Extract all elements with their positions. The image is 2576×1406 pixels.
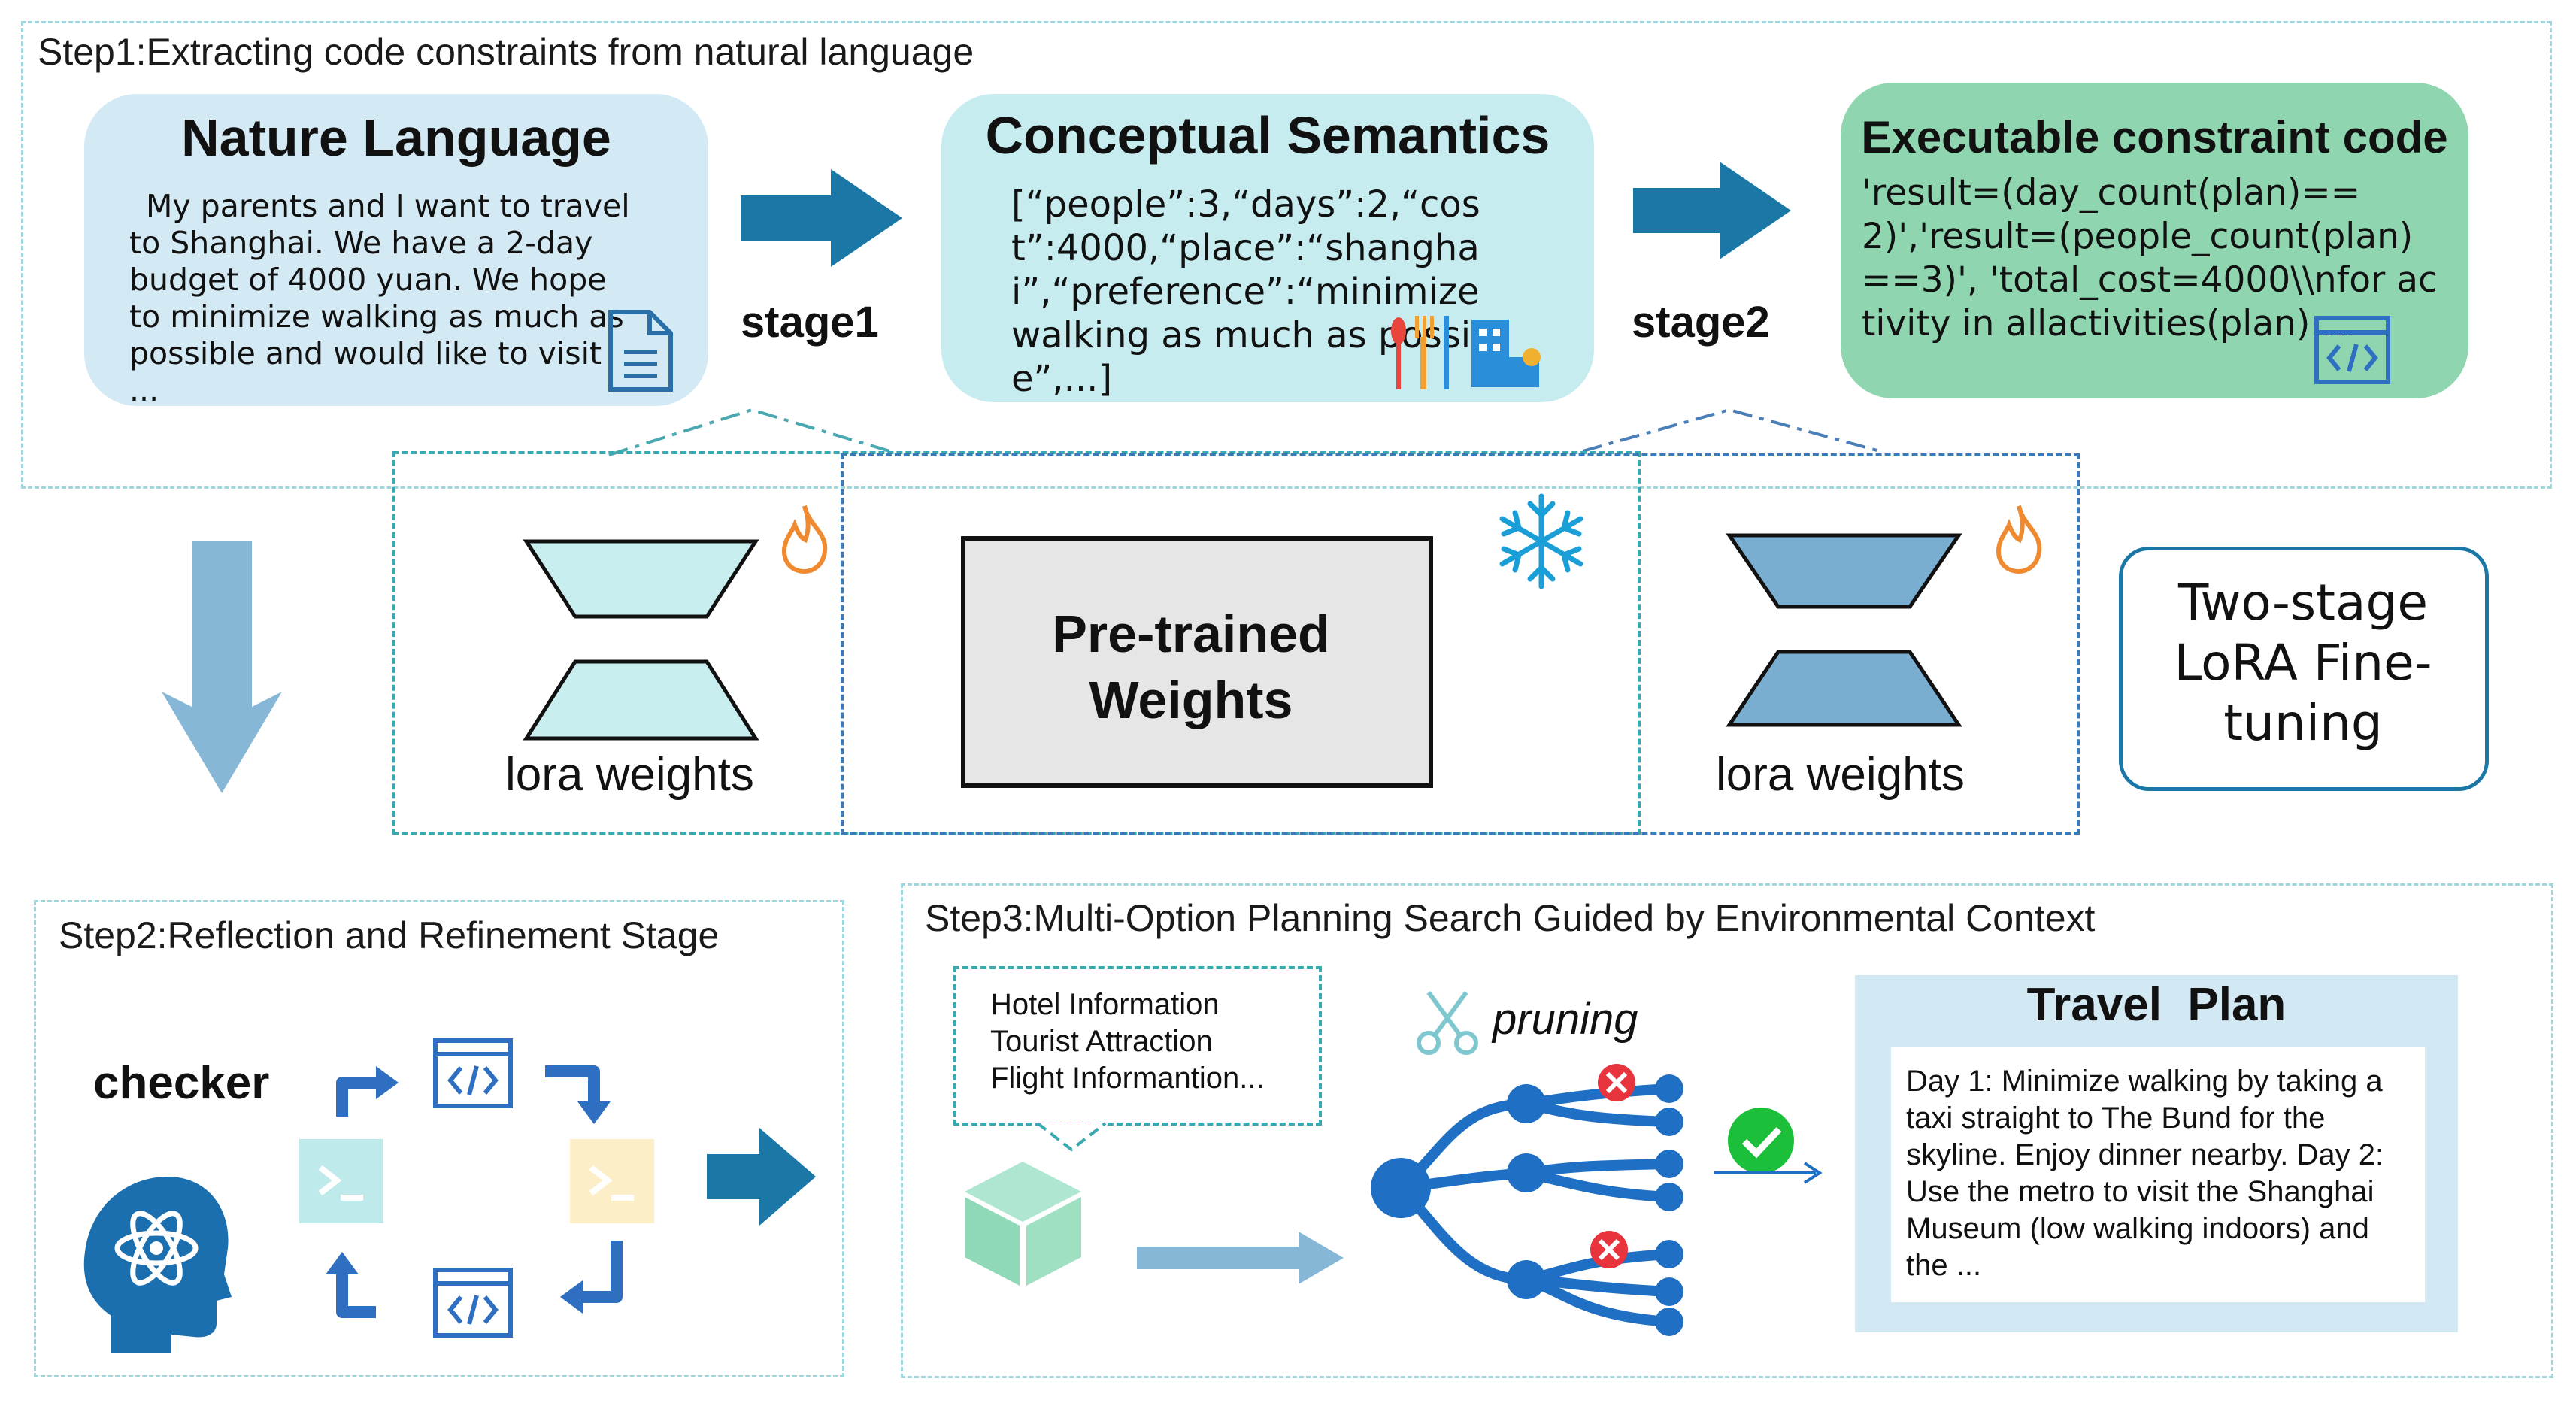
code-card-title: Executable constraint code — [1861, 112, 2448, 162]
to-plan-arrow — [1714, 1162, 1823, 1184]
travel-plan-card: Day 1: Minimize walking by taking a taxi… — [1891, 1047, 2425, 1302]
step2-arrow — [707, 1128, 816, 1226]
nl-card-text: My parents and I want to travel to Shang… — [129, 188, 630, 408]
env-info-bubble: Hotel Information Tourist Attraction Fli… — [953, 966, 1322, 1126]
step3-flow-arrow — [1137, 1232, 1344, 1284]
document-icon — [608, 310, 673, 392]
down-arrow — [162, 541, 282, 793]
checker-label: checker — [93, 1057, 270, 1109]
stage1-arrow — [741, 169, 902, 267]
nl-card-title: Nature Language — [181, 108, 611, 167]
lora-right-shape — [1726, 533, 1962, 727]
step3-panel — [901, 883, 2553, 1378]
search-tree — [1371, 1064, 1683, 1336]
step2-panel — [34, 900, 844, 1377]
code-card-text: 'result=(day_count(plan)==2)','result=(p… — [1862, 172, 2438, 344]
snowflake-icon — [1499, 493, 1583, 589]
code-card: Executable constraint code 'result=(day_… — [1841, 83, 2468, 398]
stage2-arrow — [1633, 162, 1791, 259]
check-icon — [1728, 1108, 1794, 1174]
env-info-item: Hotel Information — [990, 988, 1220, 1021]
step3-title: Step3:Multi-Option Planning Search Guide… — [925, 897, 2096, 939]
cube-icon — [965, 1162, 1081, 1286]
lora-right-box — [841, 453, 2080, 835]
pretrained-weights-box: Pre-trained Weights — [961, 536, 1433, 788]
step1-title: Step1:Extracting code constraints from n… — [38, 31, 974, 73]
pruned-mark — [1590, 1231, 1628, 1268]
step1-panel — [21, 21, 2552, 489]
env-info-item: Tourist Attraction — [990, 1025, 1213, 1058]
pruning-label: pruning — [1493, 995, 1638, 1044]
travel-plan-title: Travel Plan — [2026, 979, 2287, 1031]
cs-card: Conceptual Semantics [“people”:3,“days”:… — [941, 94, 1594, 402]
travel-plan-text: Day 1: Minimize walking by taking a taxi… — [1906, 1065, 2384, 1282]
stage1-label: stage1 — [741, 298, 879, 347]
lora-left-shape — [523, 539, 759, 741]
pruned-mark — [1598, 1064, 1635, 1101]
travel-plan-panel: Travel Plan Day 1: Minimize walking by t… — [1855, 975, 2458, 1332]
two-stage-label: Two-stage LoRA Fine-tuning — [2174, 574, 2432, 752]
stage2-label: stage2 — [1632, 298, 1770, 347]
nl-card: Nature Language My parents and I want to… — [84, 94, 708, 408]
cs-card-text: [“people”:3,“days”:2,“cost”:4000,“place”… — [1011, 183, 1504, 400]
flame-icon-right — [1996, 505, 2042, 574]
restaurant-icon — [1391, 316, 1449, 389]
two-stage-box: Two-stage LoRA Fine-tuning — [2119, 547, 2489, 791]
pretrained-weights-label: Pre-trained Weights — [1052, 605, 1330, 729]
lora-left-label: lora weights — [505, 749, 754, 801]
building-icon — [1471, 320, 1541, 387]
terminal-icon-right — [570, 1139, 654, 1223]
cs-card-title: Conceptual Semantics — [985, 106, 1550, 165]
code-icon-bottom — [433, 1268, 513, 1338]
env-info-item: Flight Informantion... — [990, 1062, 1265, 1095]
code-icon — [2314, 316, 2390, 384]
code-icon-top — [433, 1038, 513, 1108]
terminal-icon-left — [299, 1139, 383, 1223]
ai-head-icon — [83, 1177, 232, 1353]
step2-title: Step2:Reflection and Refinement Stage — [59, 914, 720, 956]
bubble-tail — [1036, 1122, 1107, 1152]
lora-right-label: lora weights — [1716, 749, 1965, 801]
scissors-icon — [1417, 991, 1478, 1055]
flame-icon-left — [781, 505, 828, 574]
